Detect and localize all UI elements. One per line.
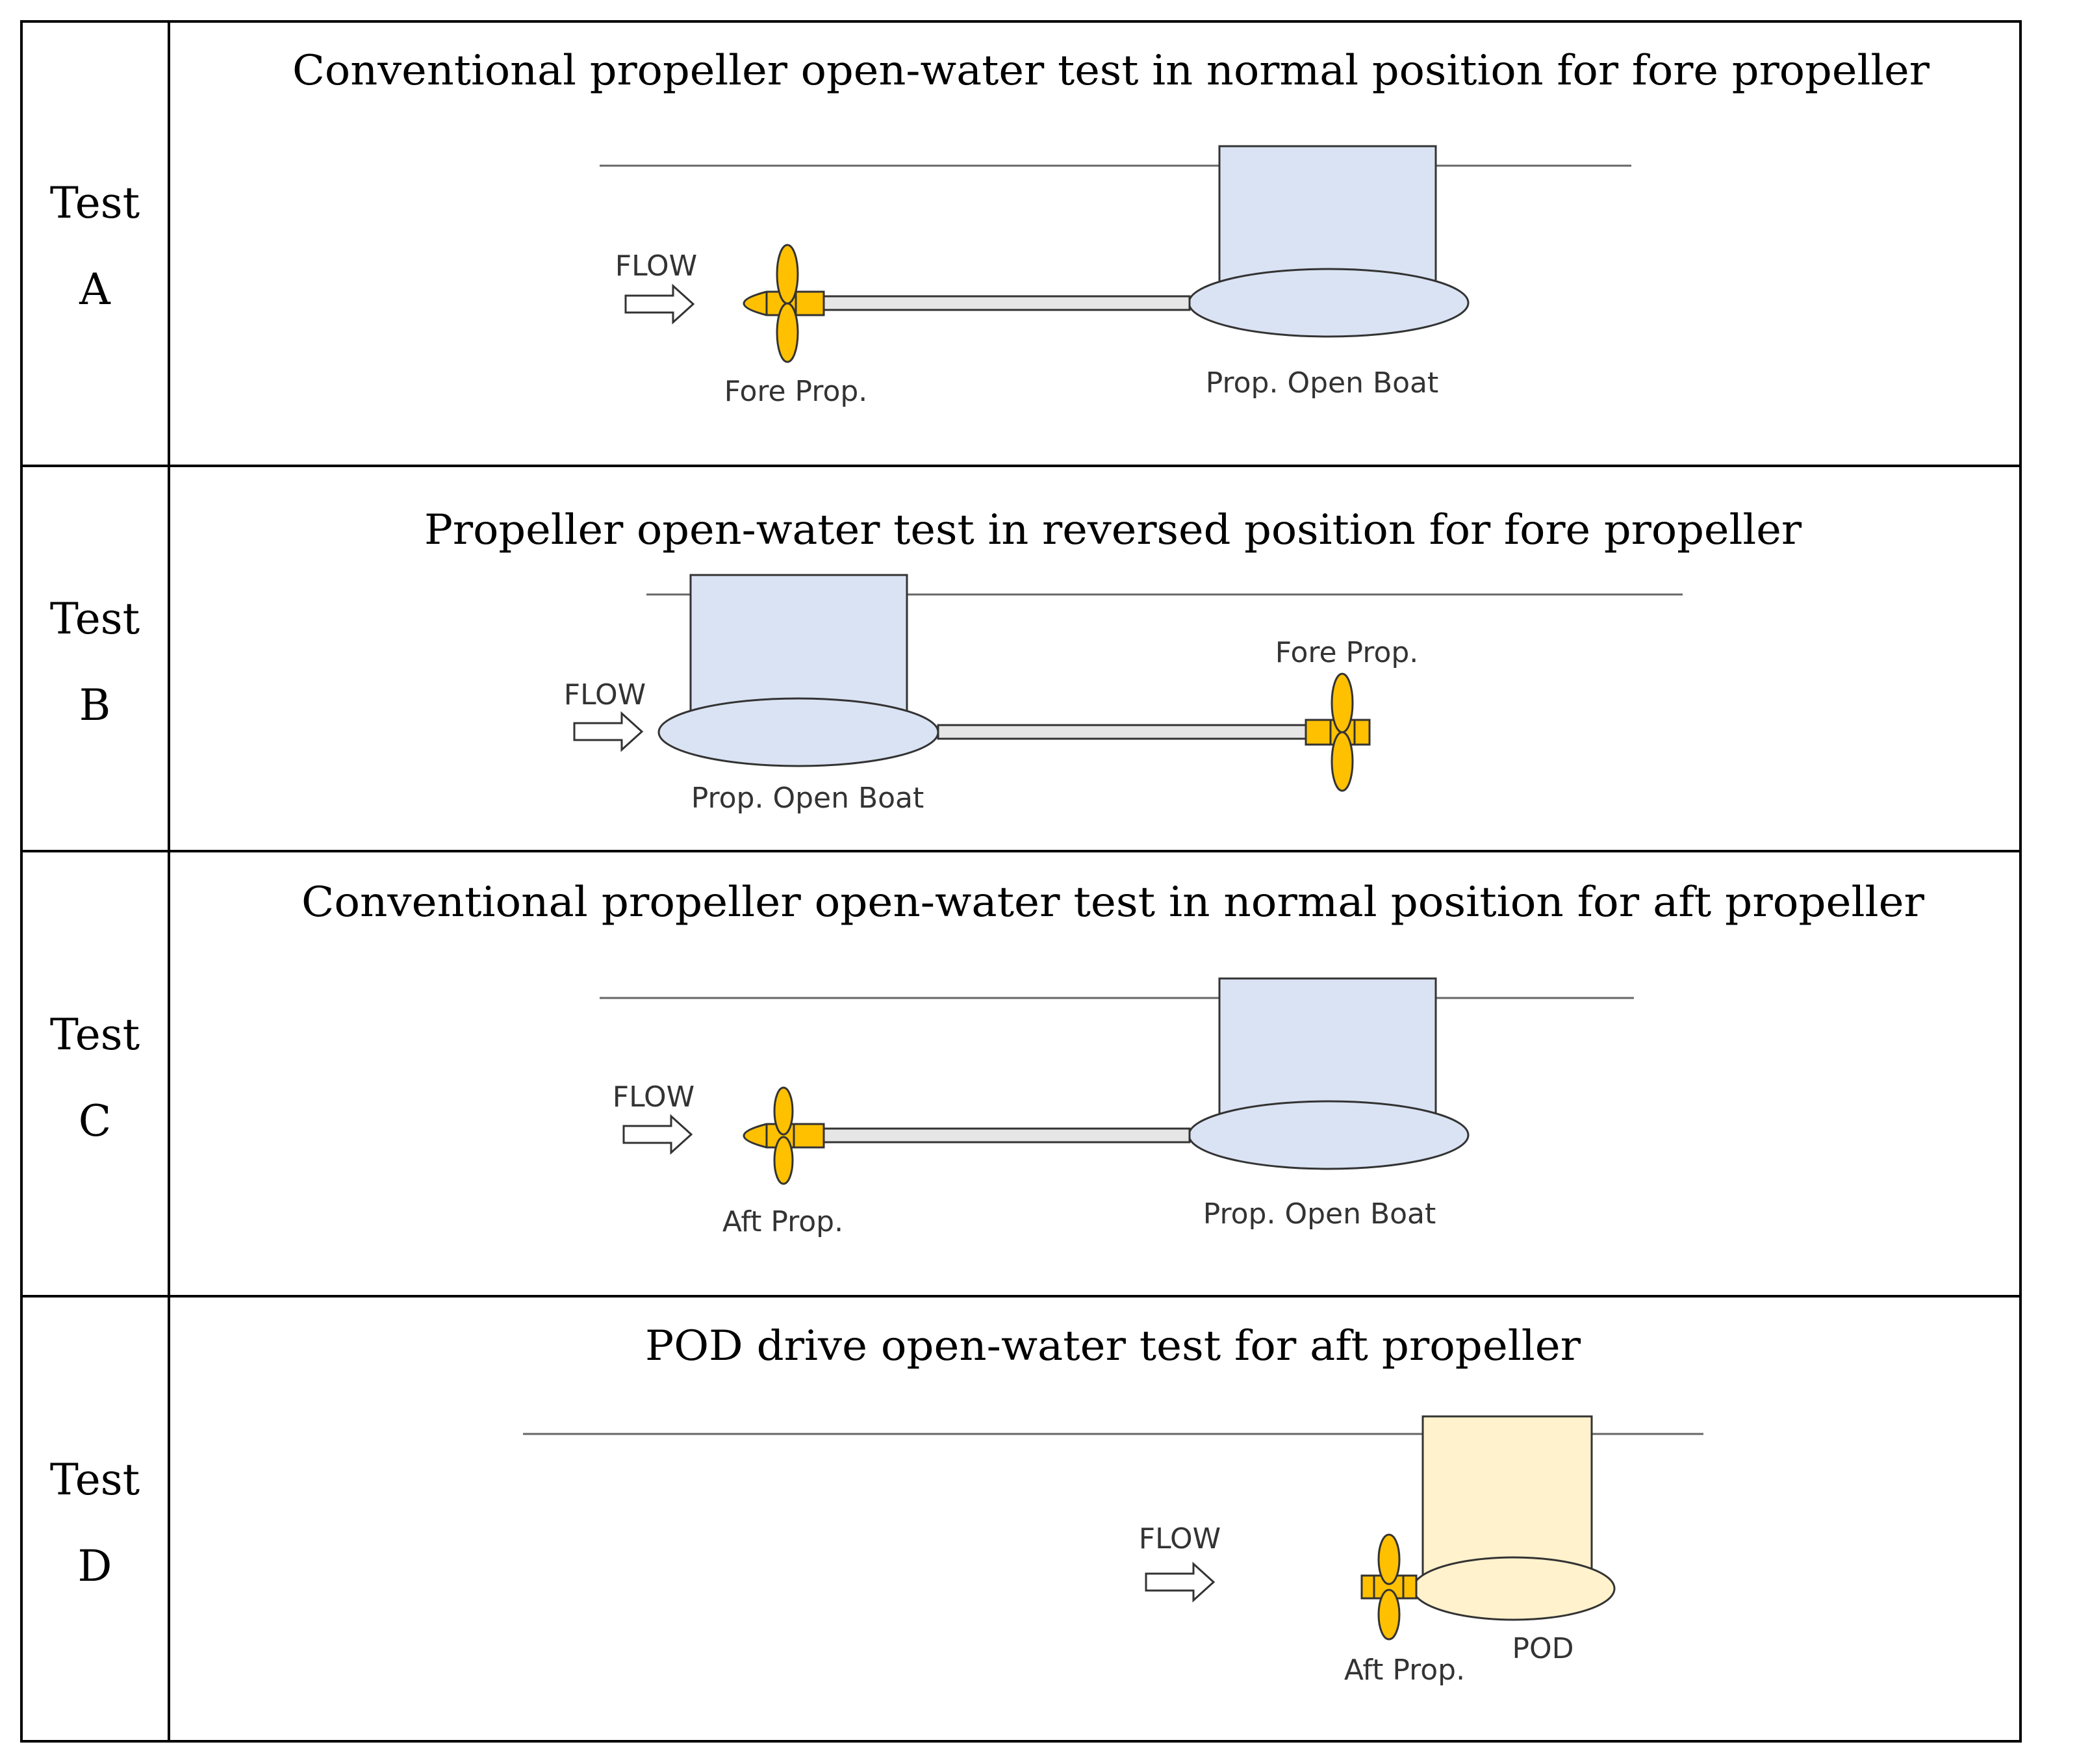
test-title: POD drive open-water test for aft propel…	[645, 1322, 1581, 1370]
propeller-label: Fore Prop.	[724, 375, 868, 408]
body-label: Prop. Open Boat	[1203, 1197, 1436, 1231]
test-letter: D	[78, 1541, 112, 1591]
table-border	[20, 20, 2022, 1743]
test-word: Test	[50, 1010, 140, 1060]
test-letter: A	[79, 264, 111, 314]
test-title: Conventional propeller open-water test i…	[292, 47, 1930, 95]
table-grid	[20, 20, 2022, 1743]
propeller-icon	[743, 1086, 825, 1185]
test-row-a: Test A Conventional propeller open-water…	[50, 47, 1930, 408]
test-word: Test	[50, 1455, 140, 1505]
propeller-icon	[743, 244, 825, 363]
propeller-icon	[1360, 1533, 1418, 1641]
test-letter: B	[79, 680, 111, 730]
flow-arrow-icon	[573, 711, 644, 752]
propeller-icon	[1305, 672, 1371, 792]
boat-icon	[1188, 977, 1470, 1170]
boat-icon	[1188, 145, 1470, 338]
flow-arrow-icon	[1145, 1561, 1216, 1603]
propeller-shaft	[821, 295, 1191, 311]
test-word: Test	[50, 178, 140, 228]
test-letter: C	[79, 1096, 112, 1146]
test-row-c: Test C Conventional propeller open-water…	[50, 878, 1925, 1238]
flow-arrow-icon	[624, 283, 695, 325]
propeller-label: Aft Prop.	[722, 1205, 843, 1238]
propeller-label: Fore Prop.	[1275, 636, 1419, 669]
test-row-d: Test D POD drive open-water test for aft…	[50, 1322, 1703, 1687]
boat-icon	[657, 574, 939, 767]
flow-label: FLOW	[613, 1080, 694, 1114]
propeller-shaft	[937, 724, 1307, 740]
test-title: Conventional propeller open-water test i…	[301, 878, 1924, 927]
flow-label: FLOW	[615, 249, 697, 283]
body-label: Prop. Open Boat	[1206, 366, 1439, 400]
pod-icon	[1412, 1415, 1616, 1621]
flow-label: FLOW	[564, 678, 646, 711]
propeller-shaft	[821, 1127, 1191, 1144]
propeller-label: Aft Prop.	[1344, 1654, 1465, 1687]
test-title: Propeller open-water test in reversed po…	[424, 506, 1802, 554]
test-word: Test	[50, 594, 140, 644]
flow-label: FLOW	[1139, 1522, 1221, 1555]
body-label: POD	[1512, 1632, 1574, 1665]
body-label: Prop. Open Boat	[691, 782, 924, 815]
flow-arrow-icon	[622, 1114, 693, 1155]
test-row-b: Test B Propeller open-water test in reve…	[50, 506, 1802, 815]
